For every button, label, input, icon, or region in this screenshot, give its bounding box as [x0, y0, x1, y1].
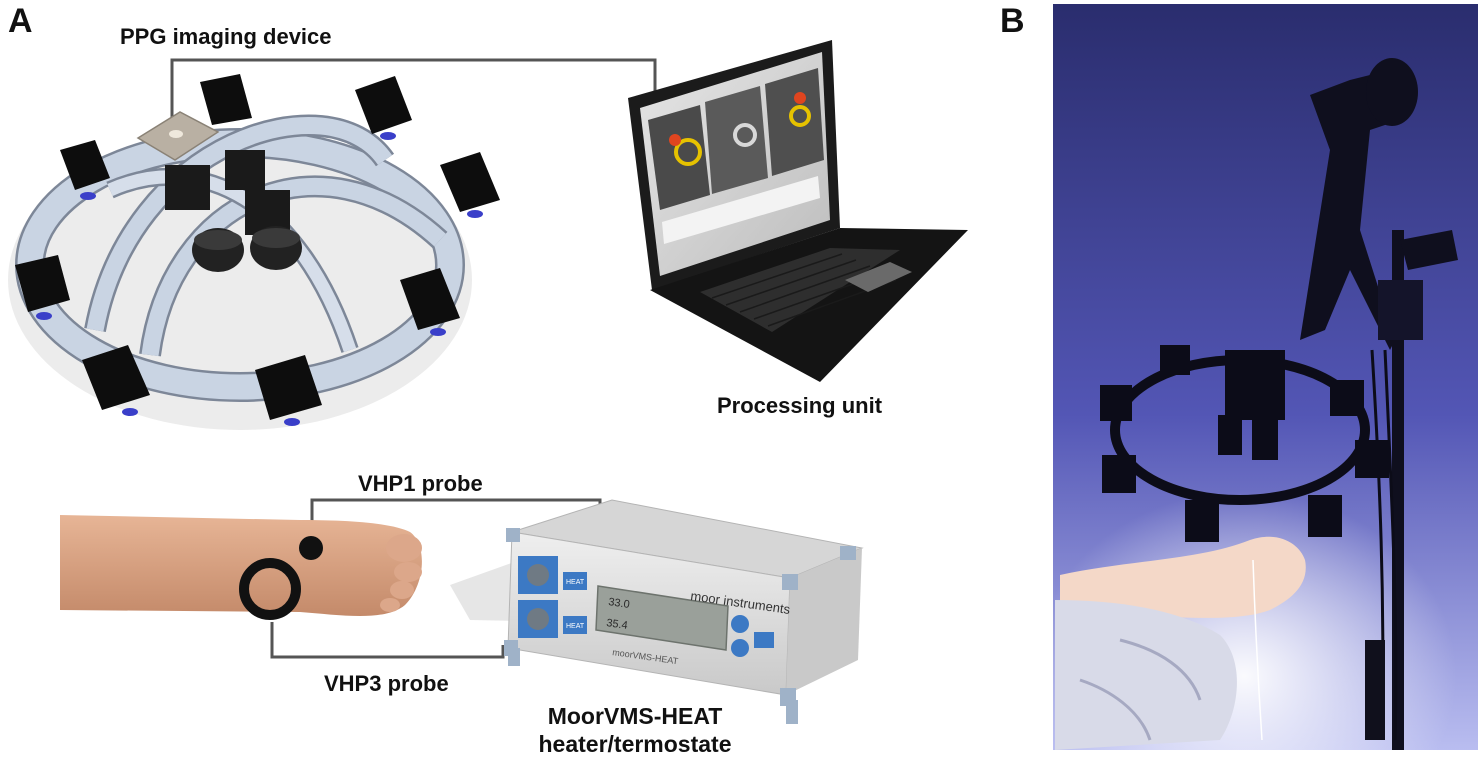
moor-device-label-line1: MoorVMS-HEAT — [547, 703, 723, 729]
device-leg-right — [786, 700, 798, 724]
ppg-to-laptop-cable — [170, 58, 657, 128]
minus-button — [731, 639, 749, 657]
vhp1-probe-label: VHP1 probe — [358, 471, 483, 496]
heat-button-2-label: HEAT — [566, 623, 585, 630]
panel-b-letter: B — [1000, 2, 1025, 40]
screen-ppg-images — [648, 68, 824, 244]
peripheral-camera-4 — [255, 355, 322, 420]
vhp3-probe-label: VHP3 probe — [324, 671, 449, 696]
laptop-processing-unit — [628, 40, 968, 382]
display-readout-1: 33.0 — [608, 596, 631, 611]
peripheral-camera-7 — [355, 76, 412, 134]
processing-unit-label: Processing unit — [717, 393, 883, 418]
peripheral-camera-8 — [200, 74, 252, 125]
device-display — [595, 585, 729, 651]
moor-device-label: MoorVMS-HEAT heater/termostate — [530, 702, 740, 758]
peripheral-camera-6 — [440, 152, 500, 212]
ppg-imaging-device — [8, 74, 500, 430]
peripheral-camera-3 — [82, 345, 150, 410]
display-readout-2: 35.4 — [606, 617, 629, 632]
plus-button — [731, 615, 749, 633]
peripheral-camera-2 — [15, 255, 70, 312]
heat-button-2 — [563, 616, 587, 634]
ppg-device-label: PPG imaging device — [120, 24, 332, 49]
vhp3-cable — [270, 622, 505, 659]
panel-b-photo — [1053, 4, 1478, 750]
peripheral-camera-5 — [400, 268, 460, 330]
central-camera-cluster — [165, 150, 302, 272]
heat-button-1 — [563, 572, 587, 590]
foot-illustration — [60, 515, 422, 620]
moorvms-heat-device — [450, 499, 864, 724]
foot — [60, 515, 422, 616]
photo-pants — [1055, 600, 1237, 750]
mount-arm — [1300, 70, 1400, 350]
photo-foot — [1060, 536, 1306, 618]
laptop-touchpad — [845, 262, 912, 292]
peripheral-camera-1 — [60, 140, 110, 190]
device-side — [786, 548, 862, 695]
device-leg-left — [508, 648, 520, 666]
moor-device-label-line2: heater/termostate — [538, 731, 732, 757]
enter-button — [754, 632, 774, 648]
vhp3-probe — [239, 558, 301, 620]
heat-button-1-label: HEAT — [566, 579, 585, 586]
panel-a-letter: A — [8, 2, 33, 40]
vhp1-probe — [299, 536, 323, 560]
